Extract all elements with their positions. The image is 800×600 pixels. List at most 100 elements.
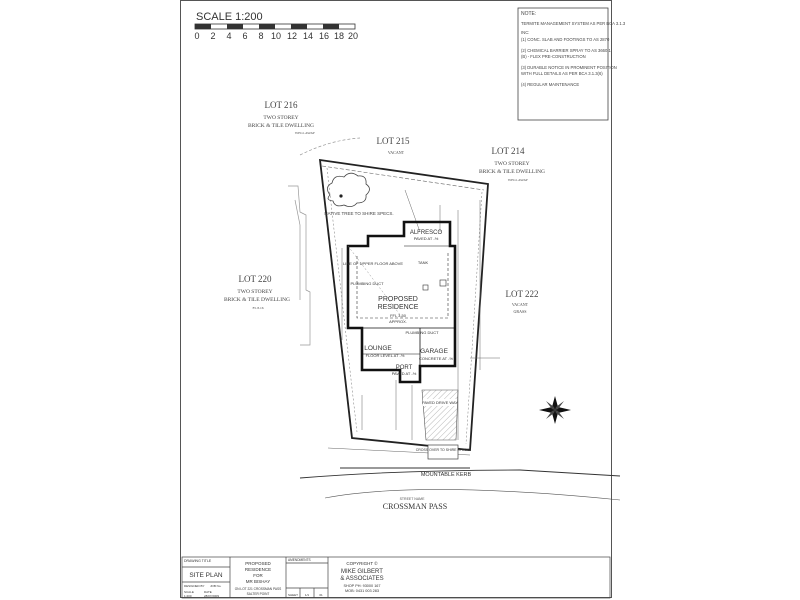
residence-label: RESIDENCE	[378, 304, 419, 311]
sheet-label: SHEET	[288, 593, 298, 597]
scale-tick: 8	[258, 31, 263, 41]
scale-tick: 12	[287, 31, 297, 41]
note-line: (4) REGULAR MAINTENANCE	[521, 82, 579, 87]
scale-tick: 10	[271, 31, 281, 41]
proposed-residence	[346, 220, 457, 384]
lot-desc: VACANT	[512, 302, 529, 307]
lounge-sub: FLOOR LEVEL AT -%	[366, 353, 405, 358]
lot-desc: WELL AWAY	[295, 131, 316, 135]
street-name: CROSSMAN PASS	[383, 502, 447, 511]
scale-tick: 14	[303, 31, 313, 41]
port-label: PORT	[396, 365, 413, 371]
alfresco-sub: PAVED AT -%	[414, 236, 439, 241]
lot-desc: BRICK & TILE DWELLING	[479, 169, 545, 175]
native-tree-icon	[327, 172, 370, 207]
note-line: (1) CONC. SLAB AND FOOTINGS TO AS 2870	[521, 37, 610, 42]
garage-sub: CONCRETE AT -%	[419, 356, 454, 361]
lot-215-label: LOT 215 VACANT	[376, 136, 410, 155]
notes-title: NOTE:	[521, 11, 536, 17]
scale-tick: 20	[348, 31, 358, 41]
lot-name: LOT 220	[238, 274, 272, 284]
lot-name: LOT 214	[491, 146, 525, 156]
copyright: COPYRIGHT ©	[346, 560, 378, 566]
residence-label: PROPOSED	[378, 296, 418, 303]
scale-bar: SCALE 1:200 0 2 4 6 8 10 12 14 16 18 20	[194, 11, 358, 41]
note-line: INC:	[521, 30, 529, 35]
lot-222-label: LOT 222 VACANT GRASS	[505, 289, 538, 314]
kerb-label: MOUNTABLE KERB	[421, 472, 472, 478]
scale-value-tb: 1:200	[184, 594, 192, 598]
plumbing-label: PLUMBING DUCT	[350, 281, 384, 286]
note-line: (2) CHEMICAL BARRIER SPRAY TO AS 3660.1	[521, 48, 612, 53]
garage-label: GARAGE	[420, 348, 448, 355]
lot-desc: GRASS	[514, 309, 527, 314]
lot-name: LOT 215	[376, 136, 410, 146]
scale-tick: 16	[319, 31, 329, 41]
plumbing-label: PLUMBING DUCT	[405, 330, 439, 335]
lot-desc: TWO STOREY	[237, 289, 272, 295]
note-line: WITH FULL DETAILS AS PER BCA 3.1.3(6)	[521, 71, 603, 76]
project-line: MR BISHAY	[246, 579, 270, 584]
lot-name: LOT 222	[505, 289, 538, 299]
lot-216-label: LOT 216 TWO STOREY BRICK & TILE DWELLING…	[248, 100, 316, 135]
dwg-label: 01	[319, 593, 323, 597]
lot-desc: TWO STOREY	[494, 161, 529, 167]
upper-floor-label: LINE OF UPPER FLOOR ABOVE	[343, 261, 403, 266]
notes-box: NOTE: TERMITE MANAGEMENT SYSTEM AS PER B…	[517, 7, 626, 121]
floor-level: FFL 3.50	[390, 313, 407, 318]
street-sub: STREET NAME	[400, 497, 425, 501]
firm-name: MIKE GILBERT	[341, 569, 383, 575]
neighbour-structures	[288, 137, 361, 346]
lot-220-label: LOT 220 TWO STOREY BRICK & TILE DWELLING…	[224, 274, 290, 310]
address-line: SALTER POINT	[247, 592, 270, 596]
project-line: RESIDENCE	[245, 567, 271, 572]
address-line: ON LOT 221 CROSSMAN PASS	[235, 587, 281, 591]
scale-tick: 6	[242, 31, 247, 41]
alfresco-label: ALFRESCO	[410, 230, 443, 236]
lot-desc: BRICK & TILE DWELLING	[224, 297, 290, 303]
lot-desc: VACANT	[388, 150, 405, 155]
project-line: PROPOSED	[245, 561, 271, 566]
lot-desc: WELL AWAY	[508, 178, 529, 182]
crossover-label: CROSS OVER TO SHIRE SPECS.	[416, 448, 471, 452]
date-value: 28/07/2009	[204, 594, 219, 598]
firm-name: & ASSOCIATES	[340, 576, 383, 582]
scale-tick: 18	[334, 31, 344, 41]
mobile-phone: MOB: 0431 003 283	[345, 589, 379, 593]
project-line: FOR	[253, 573, 263, 578]
date-label: DATE	[204, 590, 212, 594]
sheet-value: 1/1	[305, 593, 310, 597]
amendments-label: AMENDMENTS	[288, 558, 311, 562]
shop-phone: SHOP PH: 93000 167	[343, 584, 380, 588]
note-line: (3) DURABLE NOTICE IN PROMINENT POSITION	[521, 65, 617, 70]
lot-name: LOT 216	[264, 100, 298, 110]
title-block	[181, 556, 611, 599]
note-line: TERMITE MANAGEMENT SYSTEM AS PER BCA 3.1…	[521, 21, 626, 26]
note-line: (B) - FLEX PRE-CONSTRUCTION	[521, 54, 586, 59]
drawn-by-label: DESIGNED BY	[184, 584, 205, 588]
lot-desc: TWO STOREY	[263, 115, 298, 121]
lot-desc: BRICK & TILE DWELLING	[248, 123, 314, 129]
scale-label: SCALE 1:200	[196, 11, 263, 23]
driveway-label: PAVED DRIVE WAY	[422, 400, 458, 405]
tree-note: NATIVE TREE TO SHIRE SPECS.	[324, 211, 393, 216]
north-arrow-icon	[539, 396, 571, 424]
scale-tick: 0	[194, 31, 199, 41]
lot-214-label: LOT 214 TWO STOREY BRICK & TILE DWELLING…	[479, 146, 545, 182]
scale-tick: 2	[210, 31, 215, 41]
lounge-label: LOUNGE	[364, 345, 392, 352]
drawing-title: SITE PLAN	[189, 572, 223, 579]
road-verge: CROSS OVER TO SHIRE SPECS. MOUNTABLE KER…	[299, 444, 621, 511]
port-sub: PAVED AT -%	[392, 371, 417, 376]
approx-label: APPROX.	[389, 319, 407, 324]
scale-tick: 4	[226, 31, 231, 41]
tank-label: TANK	[418, 260, 429, 265]
lot-desc: FL 8.16	[253, 306, 264, 310]
paved-driveway: PAVED DRIVE WAY	[421, 389, 458, 441]
drawing-title-label: DRAWING TITLE	[184, 559, 212, 563]
scale-label-tb: SCALE	[184, 590, 194, 594]
sheet-border	[180, 0, 612, 598]
job-no-label: JOB No.	[210, 584, 222, 588]
